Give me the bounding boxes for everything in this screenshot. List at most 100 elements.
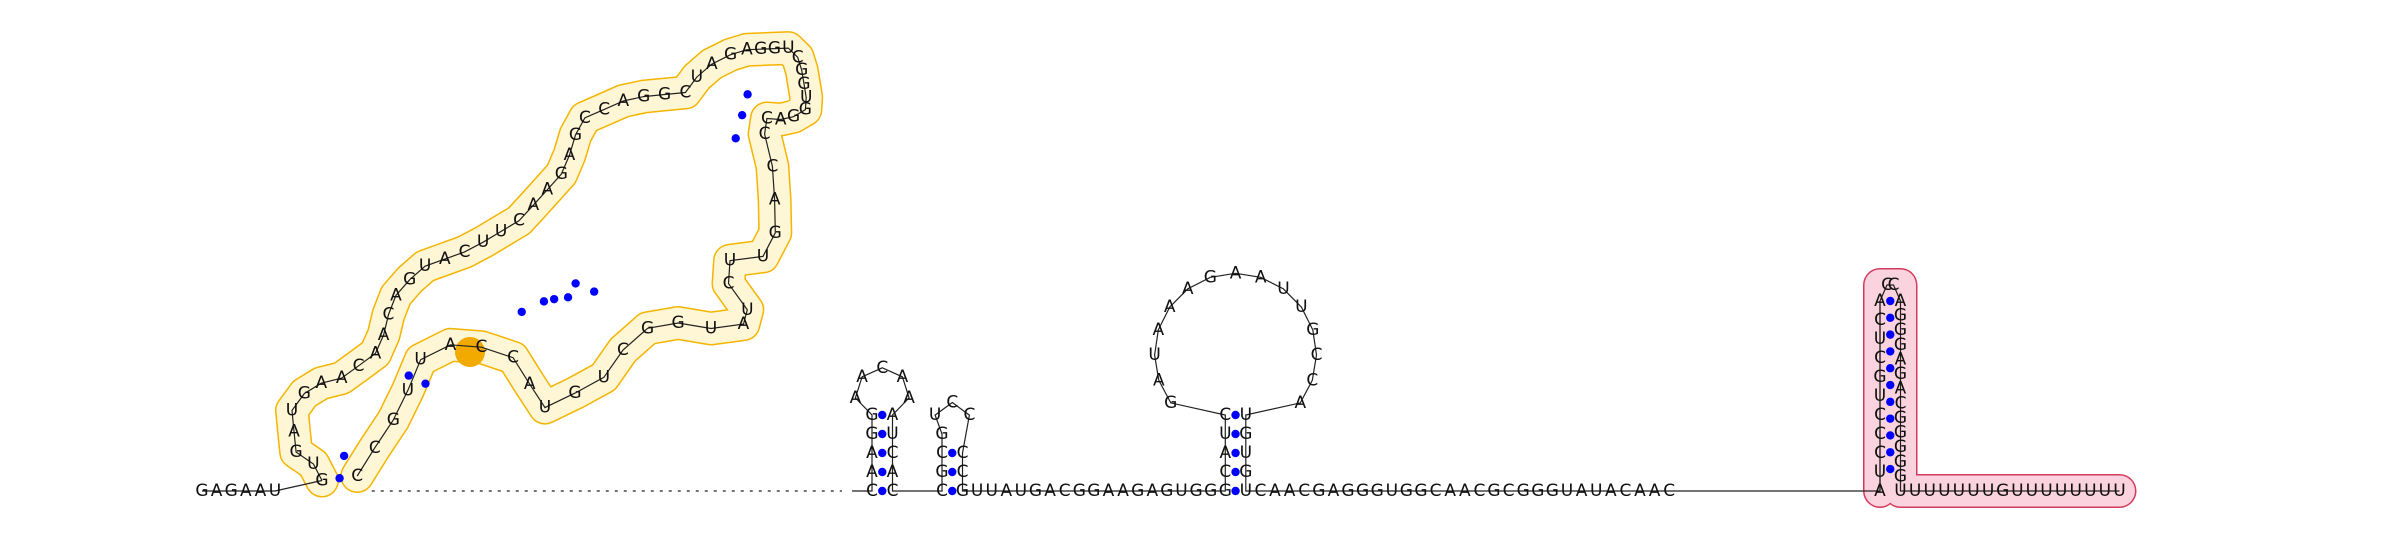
nucleotide: C — [887, 443, 899, 463]
nucleotide: U — [886, 424, 898, 444]
nucleotide: U — [800, 87, 812, 107]
nucleotide: U — [985, 481, 997, 501]
nucleotide: C — [866, 481, 878, 501]
nucleotide: G — [754, 39, 767, 59]
nucleotide: C — [957, 443, 969, 463]
nucleotide: A — [1444, 481, 1456, 501]
nucleotide: G — [1414, 481, 1427, 501]
nucleotide: U — [724, 251, 736, 271]
nucleotide: G — [1873, 367, 1886, 387]
nucleotide: G — [403, 270, 416, 290]
nucleotide: U — [1240, 481, 1252, 501]
nucleotide: A — [1117, 481, 1129, 501]
nucleotide: A — [542, 180, 554, 200]
nucleotide: G — [1219, 481, 1232, 501]
base-pair-dot — [1231, 448, 1240, 458]
nucleotide: G — [724, 45, 737, 65]
nucleotide: C — [761, 108, 773, 128]
nucleotide: G — [637, 87, 650, 107]
nucleotide: U — [1148, 345, 1160, 365]
base-pair-dot — [1231, 486, 1240, 496]
nucleotide: A — [866, 443, 878, 463]
nucleotide: G — [935, 462, 948, 482]
nucleotide: C — [936, 481, 948, 501]
nucleotide: U — [691, 67, 703, 87]
nucleotide: A — [1153, 370, 1165, 390]
nucleotide: U — [1277, 279, 1289, 299]
nucleotide: G — [1894, 423, 1907, 443]
nucleotide: G — [1073, 481, 1086, 501]
nucleotide: A — [897, 367, 909, 387]
nucleotide: G — [1312, 481, 1325, 501]
nucleotide: U — [1874, 386, 1886, 406]
terminator-outline-fill — [1864, 269, 2135, 507]
nucleotide: A — [1219, 443, 1231, 463]
base-pair-dot — [1231, 467, 1240, 477]
highlighted-segment — [455, 337, 485, 367]
base-pair-dot — [737, 110, 747, 120]
nucleotide: U — [307, 454, 319, 474]
base-pair-dot — [1886, 330, 1895, 339]
nucleotide: U — [1219, 424, 1231, 444]
nucleotide: A — [706, 54, 718, 74]
nucleotide: G — [1894, 364, 1907, 384]
nucleotide: A — [741, 40, 753, 60]
nucleotide: G — [1894, 306, 1907, 326]
base-pair-dot — [335, 474, 344, 483]
base-pair-dot — [878, 467, 887, 477]
base-pair-dot — [1886, 380, 1895, 390]
nucleotide: U — [1923, 481, 1935, 501]
nucleotide: A — [390, 286, 402, 306]
nucleotide: A — [370, 343, 382, 363]
nucleotide: A — [445, 335, 457, 355]
nucleotide: U — [2069, 481, 2081, 501]
nucleotide: G — [225, 481, 238, 501]
nucleotide: G — [865, 405, 878, 425]
nucleotide: U — [495, 221, 507, 241]
nucleotide: G — [1131, 481, 1144, 501]
nucleotide: G — [1546, 481, 1559, 501]
nucleotide: G — [1239, 424, 1252, 444]
base-pair-dot — [1886, 414, 1895, 423]
nucleotide: G — [769, 223, 782, 243]
nucleotide: G — [1894, 466, 1907, 486]
nucleotide: A — [1576, 481, 1588, 501]
nucleotide: A — [1255, 267, 1267, 287]
nucleotide: G — [1190, 481, 1203, 501]
nucleotide: G — [1239, 462, 1252, 482]
base-pair-dot — [1886, 397, 1895, 407]
nucleotide: C — [1874, 405, 1886, 425]
nucleotide: A — [1605, 481, 1617, 501]
nucleotide: A — [1000, 481, 1012, 501]
nucleotide: A — [240, 481, 252, 501]
base-pairs — [335, 90, 1895, 496]
nucleotide: G — [797, 74, 810, 94]
nucleotide: C — [369, 438, 381, 458]
base-pair-dot — [539, 297, 549, 306]
nucleotide: U — [741, 300, 753, 320]
nucleotide: A — [1649, 481, 1661, 501]
nucleotide: U — [1967, 481, 1979, 501]
nucleotide: G — [1204, 267, 1217, 287]
nucleotide: U — [2099, 481, 2111, 501]
nucleotide: U — [1295, 297, 1307, 317]
base-pair-dot — [878, 410, 887, 420]
nucleotide: G — [1356, 481, 1369, 501]
nucleotide: G — [1894, 320, 1907, 340]
nucleotide: C — [351, 466, 363, 486]
nucleotide: U — [1894, 481, 1906, 501]
nucleotide: G — [865, 424, 878, 444]
nucleotide: G — [568, 383, 581, 403]
nucleotide: C — [579, 108, 591, 128]
nucleotide: A — [1295, 393, 1307, 413]
nucleotide: A — [528, 195, 540, 215]
nucleotide: U — [1561, 481, 1573, 501]
base-pair-dot — [948, 467, 957, 477]
base-pair-dot — [1886, 296, 1895, 306]
nucleotide: C — [963, 405, 975, 425]
nucleotide: C — [1663, 481, 1675, 501]
base-pair-dot — [1886, 448, 1895, 457]
nucleotide: A — [866, 462, 878, 482]
nucleotide: U — [2026, 481, 2038, 501]
nucleotide: U — [782, 38, 794, 58]
